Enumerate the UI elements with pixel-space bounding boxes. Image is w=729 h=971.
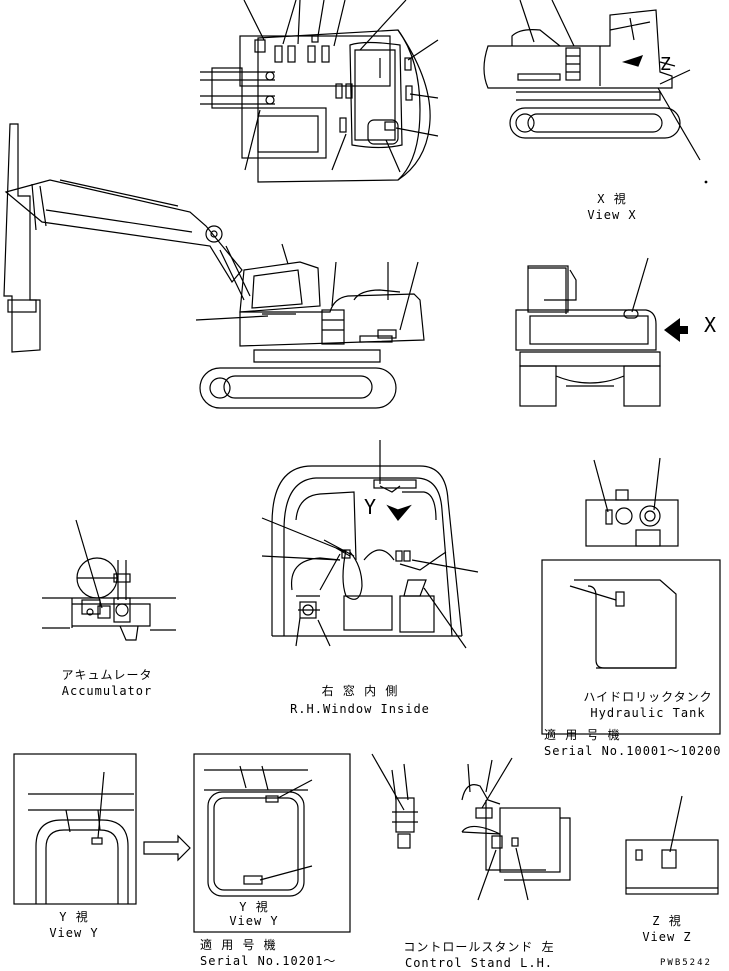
view-z-detail <box>625 795 719 895</box>
x-direction-letter: X <box>704 313 718 337</box>
view-z-caption-en: View Z <box>642 930 692 944</box>
control-stand-caption-jp: コントロールスタンド 左 <box>403 940 555 954</box>
view-z-caption-jp: Z 視 <box>652 914 682 928</box>
accumulator-caption-jp: アキュムレータ <box>61 668 153 682</box>
accumulator-caption-en: Accumulator <box>61 684 153 698</box>
hydraulic-tank-caption-en: Hydraulic Tank <box>590 706 706 720</box>
hydraulic-tank-caption-jp: ハイドロリックタンク <box>583 690 713 704</box>
view-y-right-detail <box>193 753 351 933</box>
window-caption-en: R.H.Window Inside <box>290 702 430 716</box>
serial-a-caption-jp: 適 用 号 機 <box>544 728 621 742</box>
view-x-caption-jp: X 視 <box>597 192 627 206</box>
control-stand-caption-en: Control Stand L.H. <box>404 956 554 970</box>
serial-b-caption-jp: 適 用 号 機 <box>200 938 277 952</box>
side-view-excavator <box>3 123 425 409</box>
view-x-caption-en: View X <box>587 208 637 222</box>
serial-b-caption-en: Serial No.10201～ <box>200 954 337 968</box>
view-y-left-caption-en: View Y <box>49 926 99 940</box>
top-view-machine <box>200 0 439 183</box>
front-view-x <box>515 257 688 407</box>
side-view-upper <box>483 0 708 184</box>
z-direction-letter: Z <box>660 54 672 75</box>
window-caption-jp: 右 窓 内 側 <box>321 684 399 698</box>
view-y-right-caption-jp: Y 視 <box>239 900 269 914</box>
control-stand-detail <box>371 753 571 901</box>
drawing-code: PWB5242 <box>660 958 712 968</box>
view-y-right-caption-en: View Y <box>229 914 279 928</box>
y-direction-letter: Y <box>364 495 378 519</box>
serial-a-caption-en: Serial No.10001～10200 <box>544 744 722 758</box>
accumulator-detail <box>42 519 176 641</box>
view-y-left-detail <box>13 753 137 905</box>
window-inside-detail <box>261 440 479 649</box>
transition-arrow <box>143 834 191 862</box>
hydraulic-tank-detail <box>541 457 721 735</box>
view-y-left-caption-jp: Y 視 <box>59 910 89 924</box>
